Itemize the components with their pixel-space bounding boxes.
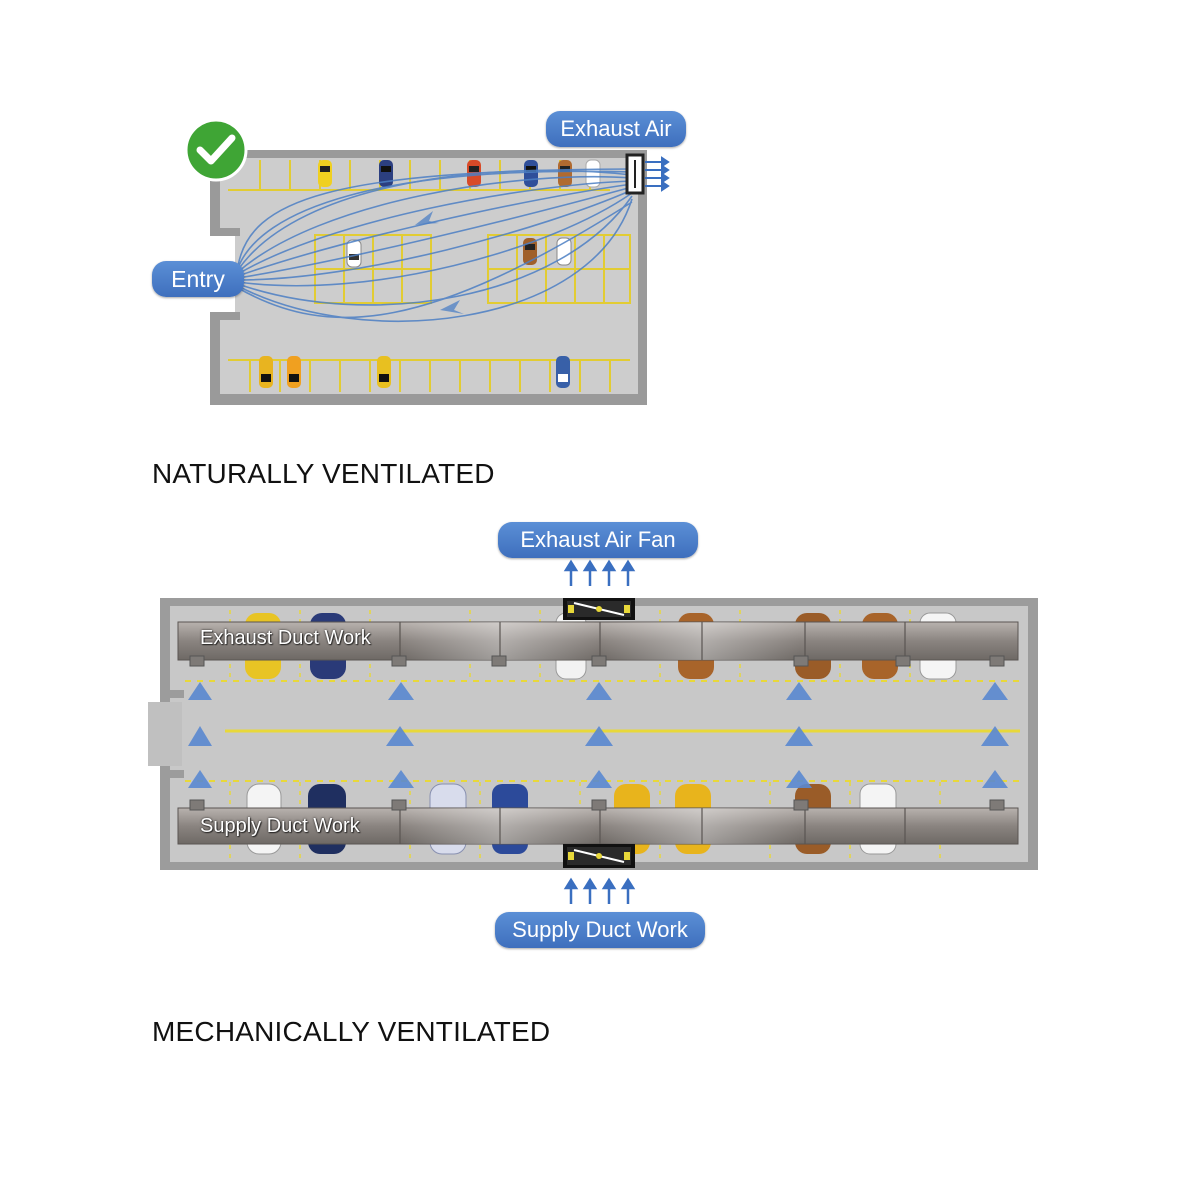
supply-fan-icon [563, 844, 635, 868]
airflow-triangles [188, 682, 1009, 788]
exhaust-arrows [645, 156, 670, 192]
natural-garage-floorplan [184, 118, 670, 405]
supply-duct-work-duct-label: Supply Duct Work [200, 815, 360, 837]
exhaust-duct-work-label: Exhaust Duct Work [200, 627, 371, 649]
garage-floor [220, 158, 638, 394]
mech-entry-opening [148, 702, 182, 766]
exhaust-air-fan-label: Exhaust Air Fan [498, 522, 698, 558]
supply-duct [177, 799, 1019, 845]
natural-airflow-curves [237, 168, 633, 322]
entry-label: Entry [152, 261, 244, 297]
mechanical-caption: MECHANICALLY VENTILATED [152, 1016, 551, 1047]
checkmark-icon [184, 118, 248, 182]
center-island-left-lines [314, 234, 432, 304]
exhaust-air-label: Exhaust Air [546, 111, 686, 147]
fan-exhaust-arrows [563, 559, 636, 586]
airflow-arrow-icon [415, 211, 439, 225]
exhaust-duct [177, 621, 1019, 667]
mechanical-garage-floorplan [148, 559, 1038, 904]
airflow-arrow-icon [440, 300, 464, 314]
supply-intake-arrows [563, 877, 636, 904]
natural-caption: NATURALLY VENTILATED [152, 458, 495, 489]
exhaust-fan-icon [563, 598, 635, 620]
parked-cars-bottom [259, 356, 570, 388]
center-island-right-lines [487, 234, 631, 304]
supply-duct-work-label: Supply Duct Work [495, 912, 705, 948]
